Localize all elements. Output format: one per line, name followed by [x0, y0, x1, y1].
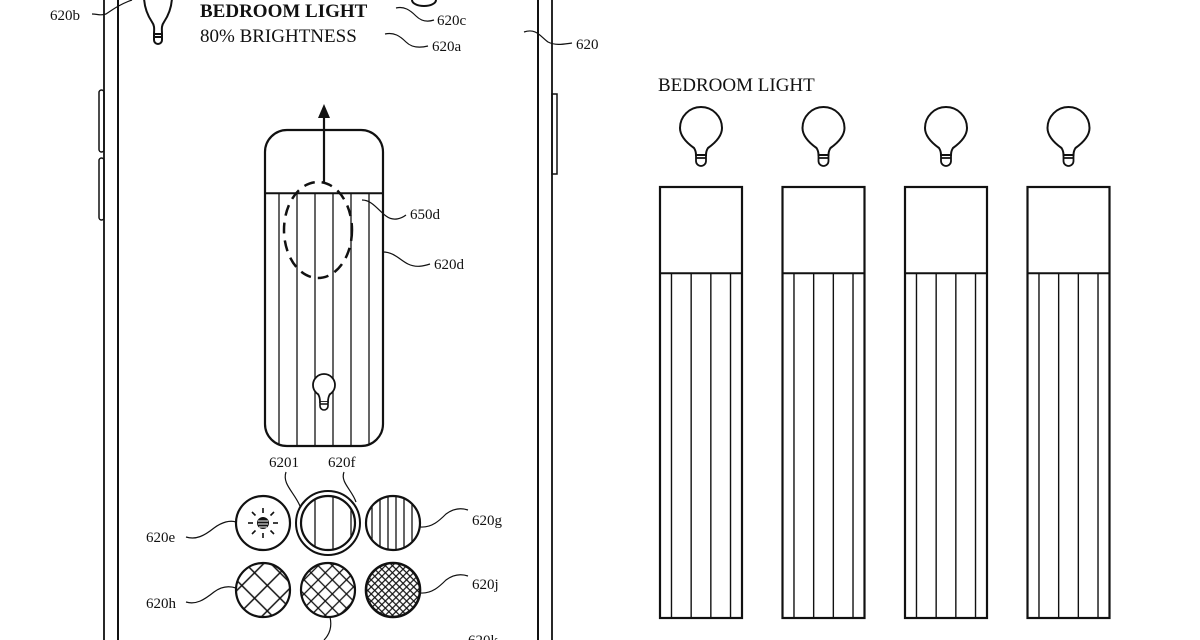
ref-620: 620: [576, 37, 599, 53]
group-panel-title: BEDROOM LIGHT: [658, 75, 815, 96]
leader-620c: [395, 6, 435, 22]
leader-6201: [284, 471, 301, 507]
leader-620d: [382, 251, 431, 267]
preset-620i[interactable]: [299, 561, 357, 619]
group-light-1[interactable]: [658, 106, 744, 620]
leader-620a: [384, 32, 429, 48]
group-light-outline: [781, 185, 866, 620]
leader-620i: [323, 616, 332, 640]
ref-620d: 620d: [434, 257, 465, 273]
preset-620g[interactable]: [364, 494, 422, 552]
brightness-status: 80% BRIGHTNESS: [200, 26, 357, 47]
leader-620e: [185, 520, 237, 539]
ref-620e: 620e: [146, 530, 176, 546]
preset-620e[interactable]: [234, 494, 292, 552]
group-light-fill: [660, 273, 742, 618]
touch-gesture-indicator: [282, 180, 354, 280]
ref-6201: 6201: [269, 455, 299, 471]
group-light-fill: [1027, 273, 1110, 618]
ref-620f-top: 620f: [328, 455, 356, 471]
preset-620f-selected[interactable]: [295, 490, 361, 556]
color-presets: 6201 620f 620e: [146, 455, 503, 640]
light-bulb-icon: [801, 106, 846, 167]
leader-620g: [419, 508, 469, 528]
light-bulb-icon: [312, 373, 336, 411]
group-light-outline: [658, 185, 744, 620]
group-light-fill: [905, 273, 987, 618]
ref-620h: 620h: [146, 596, 177, 612]
leader-620b: [91, 0, 133, 16]
group-light-fill: [782, 273, 865, 618]
ref-620k-partial: 620k: [468, 633, 499, 640]
group-light-2[interactable]: [781, 106, 866, 620]
light-bulb-icon[interactable]: [143, 0, 173, 45]
preset-620h[interactable]: [234, 561, 292, 619]
ref-620a: 620a: [432, 39, 462, 55]
ref-620g: 620g: [472, 513, 503, 529]
ref-620c: 620c: [437, 13, 467, 29]
sun-icon: [248, 508, 278, 538]
preset-620j[interactable]: [364, 561, 422, 619]
ref-620b: 620b: [50, 8, 80, 24]
light-bulb-icon: [923, 106, 969, 167]
ref-650d: 650d: [410, 207, 441, 223]
volume-down-button[interactable]: [98, 157, 105, 221]
leader-650d: [361, 199, 407, 220]
brightness-slider[interactable]: 650d 620d: [263, 104, 465, 448]
light-bulb-icon: [1046, 106, 1091, 167]
light-bulb-icon: [678, 106, 724, 167]
group-light-outline: [1026, 185, 1111, 620]
arrow-up-icon: [318, 104, 330, 118]
ref-620j: 620j: [472, 577, 499, 593]
accessory-header: 620b BEDROOM LIGHT 620c 80% BRIGHTNESS 6…: [50, 0, 467, 55]
group-panel: BEDROOM LIGHT: [658, 75, 1111, 620]
leader-620: [523, 30, 573, 45]
phone-frame: 620: [98, 0, 599, 640]
volume-up-button[interactable]: [98, 89, 105, 153]
leader-620j: [419, 574, 469, 594]
group-light-outline: [903, 185, 989, 620]
top-status-circle: [411, 0, 437, 7]
accessory-name: BEDROOM LIGHT: [200, 1, 368, 22]
group-light-3[interactable]: [903, 106, 989, 620]
leader-620h: [185, 586, 237, 604]
leader-620f: [342, 471, 357, 503]
group-light-4[interactable]: [1026, 106, 1111, 620]
power-button[interactable]: [551, 93, 558, 175]
